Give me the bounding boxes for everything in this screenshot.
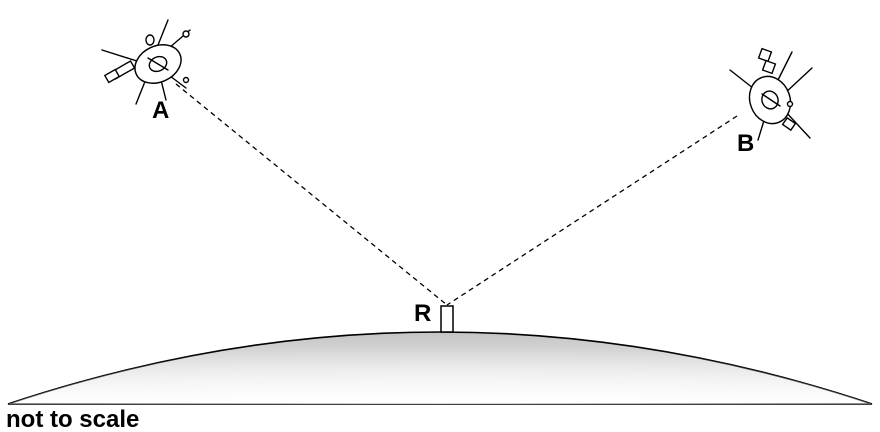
satellite-a-icon <box>101 19 191 105</box>
earth-surface <box>7 331 873 405</box>
caption-not-to-scale: not to scale <box>6 406 139 432</box>
receiver-antenna <box>440 305 454 333</box>
signal-path-b-to-r <box>446 115 738 306</box>
satellite-b-icon <box>729 47 813 141</box>
label-satellite-a: A <box>152 97 169 124</box>
label-satellite-b: B <box>737 130 754 157</box>
label-receiver: R <box>414 300 431 327</box>
signal-path-a-to-r <box>175 83 448 306</box>
